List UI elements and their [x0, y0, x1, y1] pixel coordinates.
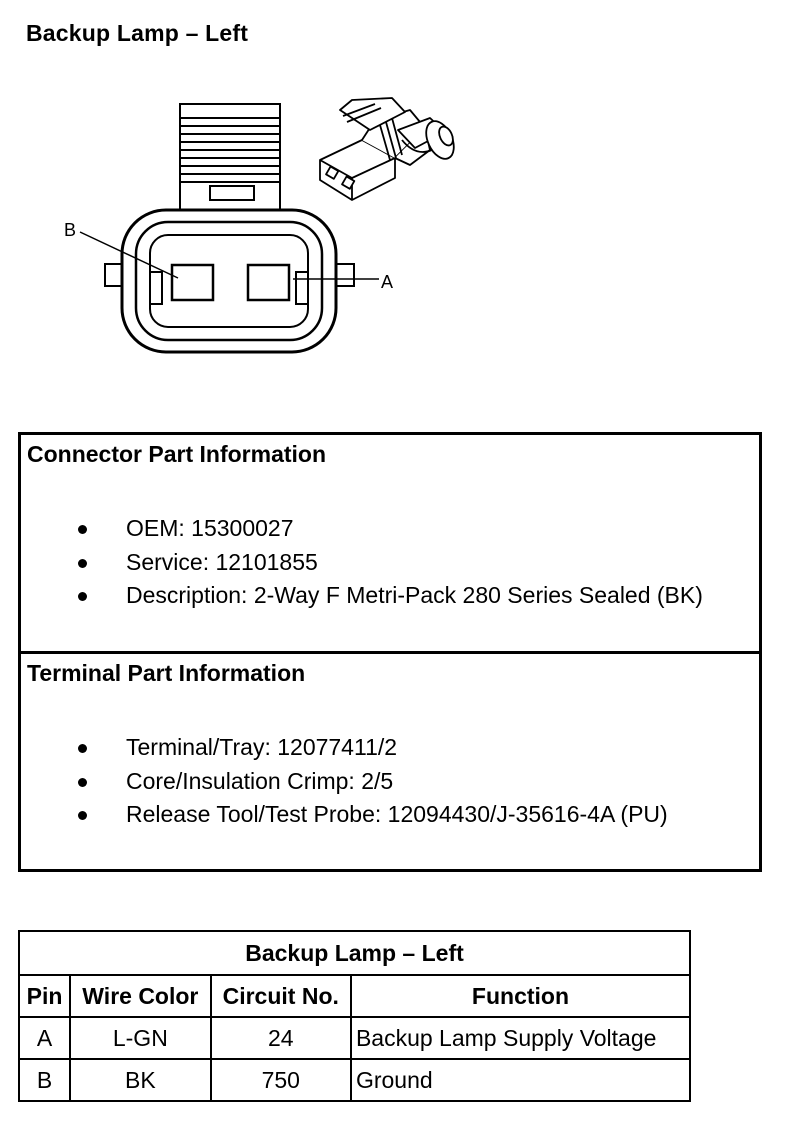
list-item: Release Tool/Test Probe: 12094430/J-3561… [21, 798, 668, 832]
list-item-text: Service: 12101855 [126, 548, 318, 575]
table-caption: Backup Lamp – Left [18, 930, 691, 976]
connector-housing-outer [120, 208, 338, 354]
page-title: Backup Lamp – Left [26, 20, 249, 46]
terminal-part-info-heading: Terminal Part Information [27, 660, 306, 686]
cell-wire-color: L-GN [69, 1016, 212, 1060]
table-row: B BK 750 Ground [17, 1058, 692, 1102]
list-item: Terminal/Tray: 12077411/2 [21, 731, 668, 765]
table-caption-row: Backup Lamp – Left [18, 930, 691, 976]
pin-table: Backup Lamp – Left Pin Wire Color Circui… [17, 930, 692, 1102]
connector-housing-inner [134, 220, 324, 342]
part-info-box: Connector Part Information OEM: 15300027… [18, 432, 762, 872]
list-item-text: Core/Insulation Crimp: 2/5 [126, 767, 394, 794]
list-item: OEM: 15300027 [21, 512, 703, 546]
terminal-cavity-b [170, 263, 215, 302]
bullet-icon [78, 592, 87, 601]
terminal-cavity-a [246, 263, 291, 302]
list-item-text: OEM: 15300027 [126, 515, 294, 541]
cell-circuit-no: 24 [209, 1016, 352, 1060]
cell-pin: A [17, 1016, 72, 1060]
terminal-part-info-section: Terminal Part Information Terminal/Tray:… [21, 654, 759, 869]
cell-wire-color: BK [69, 1058, 212, 1102]
terminal-part-info-list: Terminal/Tray: 12077411/2 Core/Insulatio… [21, 731, 668, 832]
list-item-text: Terminal/Tray: 12077411/2 [126, 734, 398, 760]
column-header-circuit-no: Circuit No. [209, 974, 352, 1018]
connector-isometric-view [319, 97, 455, 201]
pin-label-b: B [64, 220, 76, 240]
list-item: Service: 12101855 [21, 546, 703, 580]
cell-function: Ground [349, 1058, 692, 1102]
table-header-row: Pin Wire Color Circuit No. Function [17, 974, 692, 1018]
bullet-icon [78, 811, 87, 820]
connector-part-info-section: Connector Part Information OEM: 15300027… [21, 435, 759, 654]
cell-function: Backup Lamp Supply Voltage [349, 1016, 692, 1060]
list-item-text: Description: 2-Way F Metri-Pack 280 Seri… [126, 582, 703, 608]
bullet-icon [78, 558, 87, 568]
bullet-icon [78, 744, 87, 753]
list-item-text: Release Tool/Test Probe: 12094430/J-3561… [126, 801, 668, 827]
table-row: A L-GN 24 Backup Lamp Supply Voltage [17, 1016, 692, 1060]
list-item: Description: 2-Way F Metri-Pack 280 Seri… [21, 579, 703, 613]
pin-label-a: A [381, 272, 393, 292]
cell-pin: B [17, 1058, 72, 1102]
connector-part-info-heading: Connector Part Information [27, 441, 327, 467]
leader-line-b [79, 231, 179, 279]
list-item: Core/Insulation Crimp: 2/5 [21, 765, 668, 799]
column-header-function: Function [349, 974, 692, 1018]
connector-diagram: B A [64, 97, 455, 354]
bullet-icon [78, 777, 87, 787]
connector-part-info-list: OEM: 15300027 Service: 12101855 Descript… [21, 512, 703, 613]
connector-lock-tab [179, 103, 281, 212]
cell-circuit-no: 750 [209, 1058, 352, 1102]
column-header-pin: Pin [17, 974, 72, 1018]
bullet-icon [78, 525, 87, 534]
column-header-wire-color: Wire Color [69, 974, 212, 1018]
